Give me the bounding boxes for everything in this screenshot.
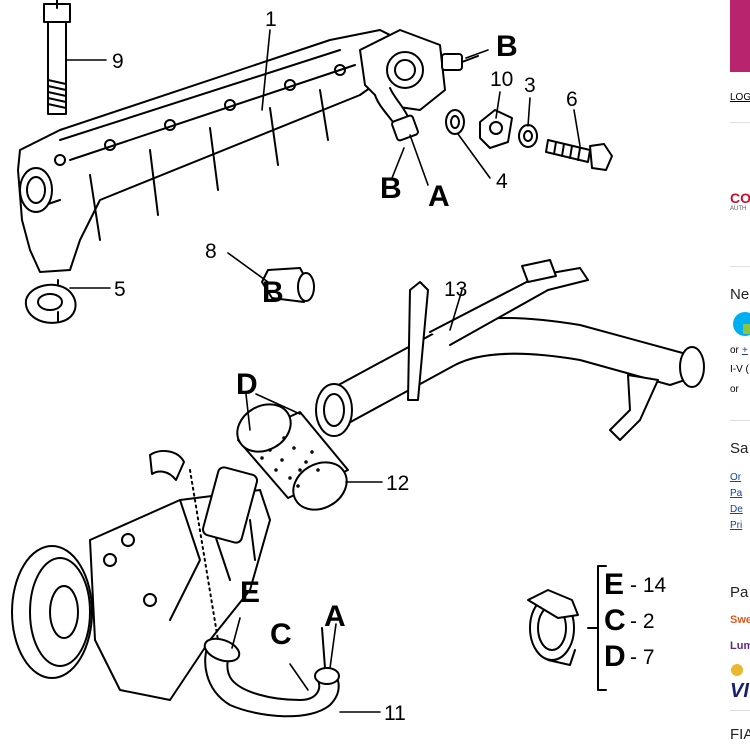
sidebar-link-4[interactable]: Pri [730, 520, 743, 531]
label-part-5: 5 [114, 278, 126, 301]
sidebar-link-3[interactable]: De [730, 504, 743, 515]
brand-logo-text: CO [730, 190, 750, 206]
gasket-part-5 [24, 279, 77, 324]
label-part-12: 12 [386, 472, 409, 495]
legend-letter-D: D [604, 640, 626, 673]
label-part-10: 10 [490, 68, 513, 91]
label-part-3: 3 [524, 74, 536, 97]
label-part-8: 8 [205, 240, 217, 263]
parts-heading: Pa [730, 584, 749, 601]
chat-icon [743, 324, 750, 334]
label-part-9: 9 [112, 50, 124, 73]
login-link[interactable]: LOG [730, 92, 750, 103]
label-part-1: 1 [265, 8, 277, 31]
legend-letter-E: E [604, 568, 624, 601]
water-pump [11, 449, 271, 701]
label-part-6: 6 [566, 88, 578, 111]
letter-A-hose: A [324, 600, 346, 633]
fia-heading: FIA [730, 726, 750, 743]
label-part-4: 4 [496, 170, 508, 193]
clamp-part [527, 589, 579, 666]
iv-text: I-V ( [730, 364, 749, 375]
sidebar-link-2[interactable]: Pa [730, 488, 743, 499]
letter-C-hose: C [270, 618, 292, 651]
bushing-part-8 [261, 267, 315, 303]
sidebar: LOG CO AUTH Ne or + I-V ( or Sa Or Pa De… [720, 0, 750, 744]
swe-text: Swe [730, 614, 750, 626]
legend-part-2: - 2 [630, 610, 655, 633]
visa-logo: VI [730, 680, 749, 702]
hose-part-11 [189, 469, 340, 718]
washer-part-4 [445, 109, 465, 135]
lum-text: Lum [730, 640, 750, 652]
divider [730, 420, 750, 421]
divider [730, 266, 750, 267]
letter-B-bushing: B [262, 276, 284, 309]
or-text: or [730, 345, 739, 356]
parts-diagram: 9 1 10 3 6 4 5 8 13 12 11 B B A B D E C … [11, 0, 705, 725]
safety-heading: Sa [730, 440, 749, 457]
sidebar-link-1[interactable]: Or [730, 472, 742, 483]
plug-part-B-top [441, 53, 479, 71]
bolt-part-6 [545, 139, 613, 171]
letter-A-top: A [428, 180, 450, 213]
washer-part-3 [518, 124, 538, 148]
coins-icon [731, 664, 743, 676]
news-heading: Ne [730, 286, 750, 303]
pipe-part-13 [315, 259, 705, 441]
divider [730, 122, 750, 123]
banjo-part-10 [479, 109, 513, 149]
legend-part-14: - 14 [630, 574, 667, 597]
legend-bracket [587, 565, 607, 691]
brand-sub-text: AUTH [730, 206, 747, 212]
legend-letter-C: C [604, 604, 626, 637]
letter-B-elbow: B [380, 172, 402, 205]
sleeve-part-12 [236, 403, 349, 511]
legend-part-7: - 7 [630, 646, 655, 669]
label-part-11: 11 [384, 702, 406, 725]
divider [730, 710, 750, 711]
letter-D-sleeve: D [236, 368, 258, 401]
or-text-2: or [730, 384, 739, 395]
letter-B-top: B [496, 30, 518, 63]
site-logo[interactable] [730, 0, 750, 72]
manifold-part-1 [17, 29, 446, 273]
label-part-13: 13 [444, 278, 467, 301]
add-link[interactable]: + [742, 345, 748, 356]
letter-E-hose: E [240, 576, 260, 609]
bolt-part-9 [43, 0, 71, 115]
